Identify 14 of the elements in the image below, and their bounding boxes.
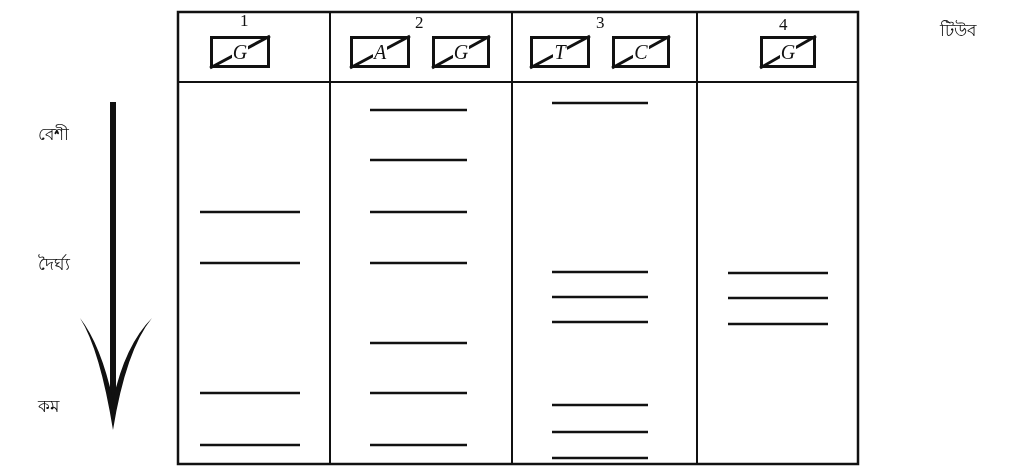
crossed-out-tube-box: G: [210, 36, 270, 68]
axis-label: দৈর্ঘ্য: [38, 256, 70, 273]
crossed-out-tube-box: T: [530, 36, 590, 68]
crossed-out-tube-box: A: [350, 36, 410, 68]
axis-label: টিউব: [940, 22, 976, 39]
axis-label: কম: [38, 398, 59, 415]
axis-label: বেশী: [38, 126, 69, 143]
crossed-out-tube-box: C: [612, 36, 670, 68]
crossed-out-tube-box: G: [760, 36, 816, 68]
lane-number: 1: [240, 12, 249, 29]
lane-number: 2: [415, 14, 424, 31]
crossed-out-tube-box: G: [432, 36, 490, 68]
lane-number: 4: [779, 16, 788, 33]
lane-number: 3: [596, 14, 605, 31]
